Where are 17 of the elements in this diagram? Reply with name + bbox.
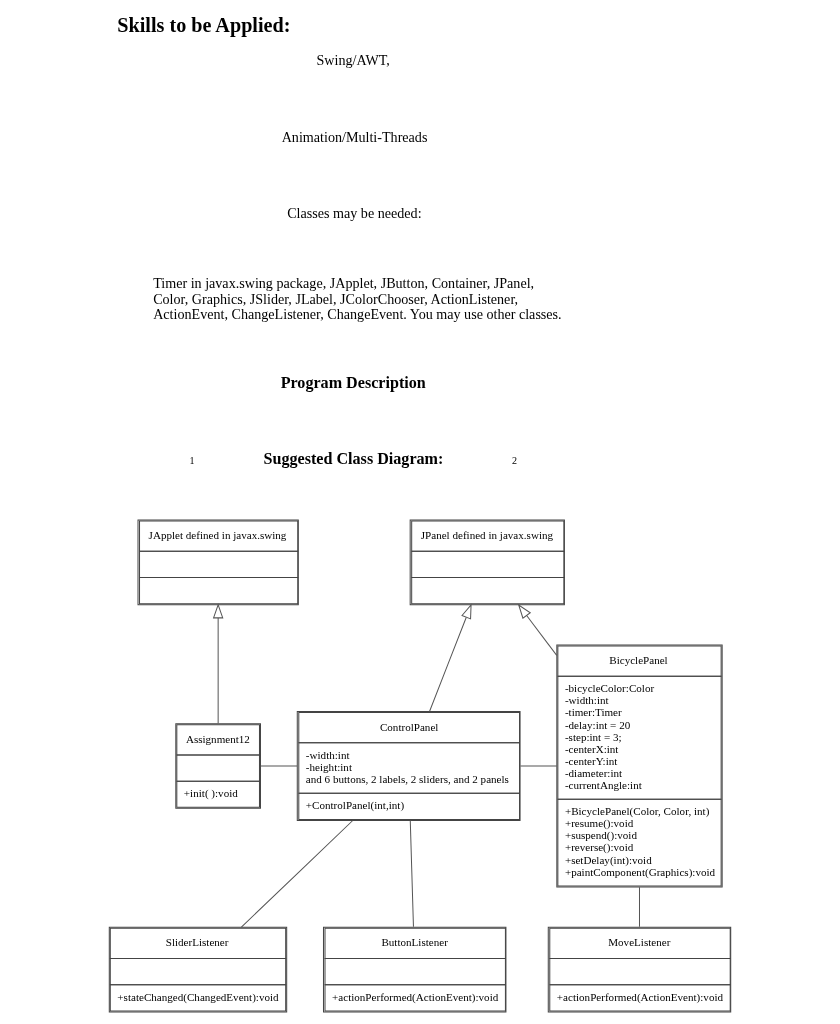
arrow xyxy=(212,602,224,724)
connector xyxy=(240,819,353,928)
label: Classes may be needed: xyxy=(287,204,422,221)
connector xyxy=(409,819,414,927)
label: Program Description xyxy=(280,373,426,391)
connector xyxy=(519,765,558,766)
label: 1 xyxy=(189,454,195,466)
connector xyxy=(639,886,640,927)
connector xyxy=(260,765,298,766)
label: Timer in javax.swing package, JApplet, JButton, Container, JPanel, Color, Graphics, JSlider, JLabel, JColorChooser, ActionListener, ActionEvent, ChangeListener, ChangeEvent. You may use other classes. xyxy=(153,274,562,322)
label: Animation/Multi-Threads xyxy=(281,128,428,145)
label: Suggested Class Diagram: xyxy=(263,449,444,467)
arrow xyxy=(517,603,558,656)
arrow xyxy=(429,603,472,712)
label: Swing/AWT, xyxy=(316,51,390,68)
label: 2 xyxy=(511,454,518,466)
diagram-title: Skills to be Applied: xyxy=(117,13,291,36)
